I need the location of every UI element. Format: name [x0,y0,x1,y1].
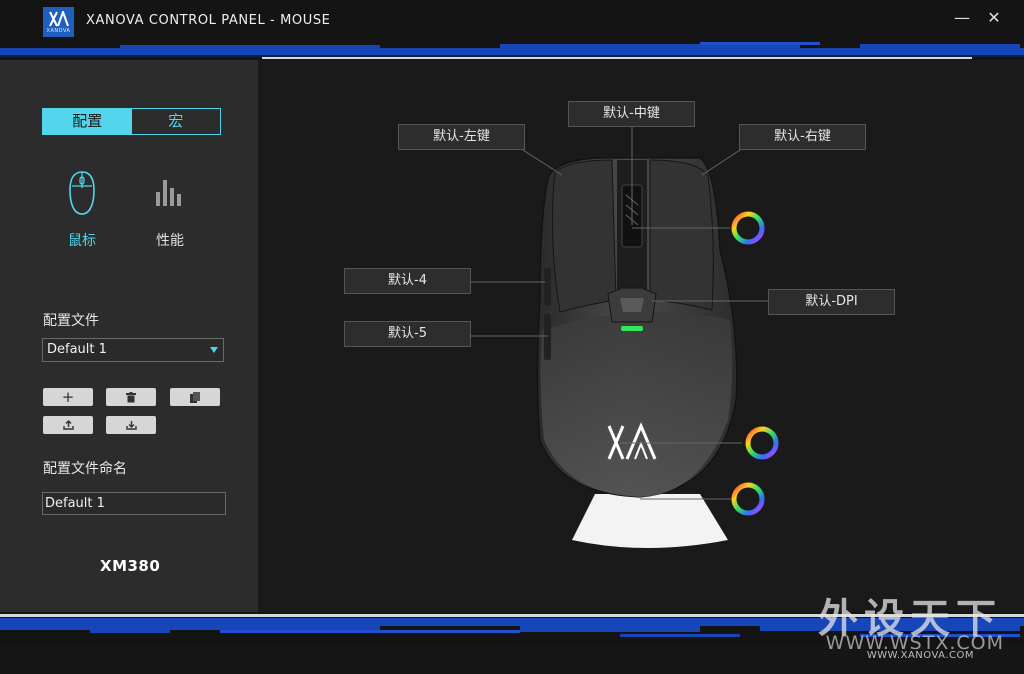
mouse-logo [607,422,657,460]
delete-profile-button[interactable] [106,388,156,406]
trash-icon [126,391,136,402]
bottom-stripe [0,612,1024,646]
xanova-logo-icon [48,10,69,26]
tab-config[interactable]: 配置 [43,109,132,134]
xanova-logo: XANOVA [43,7,74,37]
profile-select-value: Default 1 [47,342,107,357]
callout-middle-button[interactable]: 默认-中键 [568,101,695,127]
chevron-down-icon [210,347,218,353]
top-stripe [0,42,1024,60]
mouse-base-light [572,494,728,548]
profile-name-label: 配置文件命名 [43,461,127,477]
logo-text: XANOVA [46,27,71,34]
import-profile-button[interactable] [106,416,156,434]
callout-button-4[interactable]: 默认-4 [344,268,471,294]
left-button-shape[interactable] [551,159,617,313]
watermark-url-xanova: WWW.XANOVA.COM [866,650,974,661]
bars-icon [156,180,181,206]
profile-name-input[interactable] [42,492,226,515]
right-button-shape[interactable] [649,159,714,311]
watermark-url: WWW.WSTX.COM [825,632,1004,654]
dpi-led [621,326,643,331]
nav-mouse[interactable]: 鼠标 [52,170,112,250]
add-profile-button[interactable]: + [43,388,93,406]
title-bar: XANOVA XANOVA CONTROL PANEL - MOUSE — ✕ [0,0,1024,42]
callout-button-5[interactable]: 默认-5 [344,321,471,347]
config-macro-tabs: 配置 宏 [42,108,221,135]
minimize-button[interactable]: — [954,8,970,27]
nav-performance-label: 性能 [156,233,184,249]
copy-icon [190,391,200,403]
sidebar: 配置 宏 鼠标 性能 配置文件 Default 1 + [0,60,258,614]
profile-select[interactable]: Default 1 [42,338,224,362]
plus-icon: + [61,387,75,406]
leader-lines [470,126,768,500]
model-name: XM380 [100,557,161,575]
mouse-diagram [470,126,779,548]
side-button-5-shape[interactable] [544,314,551,360]
rgb-zone-3-icon[interactable] [731,482,765,516]
side-button-4-shape[interactable] [544,268,551,306]
export-profile-button[interactable] [43,416,93,434]
callout-right-button[interactable]: 默认-右键 [739,124,866,150]
export-icon [62,420,74,430]
dpi-button-top [620,298,644,312]
watermark-text: 外设天下 [818,596,1002,642]
copy-profile-button[interactable] [170,388,220,406]
mouse-palm [540,312,733,497]
import-icon [125,421,137,430]
nav-mouse-label: 鼠标 [68,233,96,249]
close-button[interactable]: ✕ [987,8,1001,27]
profile-label: 配置文件 [43,313,99,329]
rgb-zone-1-icon[interactable] [731,211,765,245]
window-title: XANOVA CONTROL PANEL - MOUSE [86,13,331,28]
rgb-zone-2-icon[interactable] [745,426,779,460]
mouse-icon [69,171,95,215]
tab-macro[interactable]: 宏 [131,109,220,134]
callout-left-button[interactable]: 默认-左键 [398,124,525,150]
callout-dpi-button[interactable]: 默认-DPI [768,289,895,315]
nav-performance[interactable]: 性能 [140,170,200,250]
